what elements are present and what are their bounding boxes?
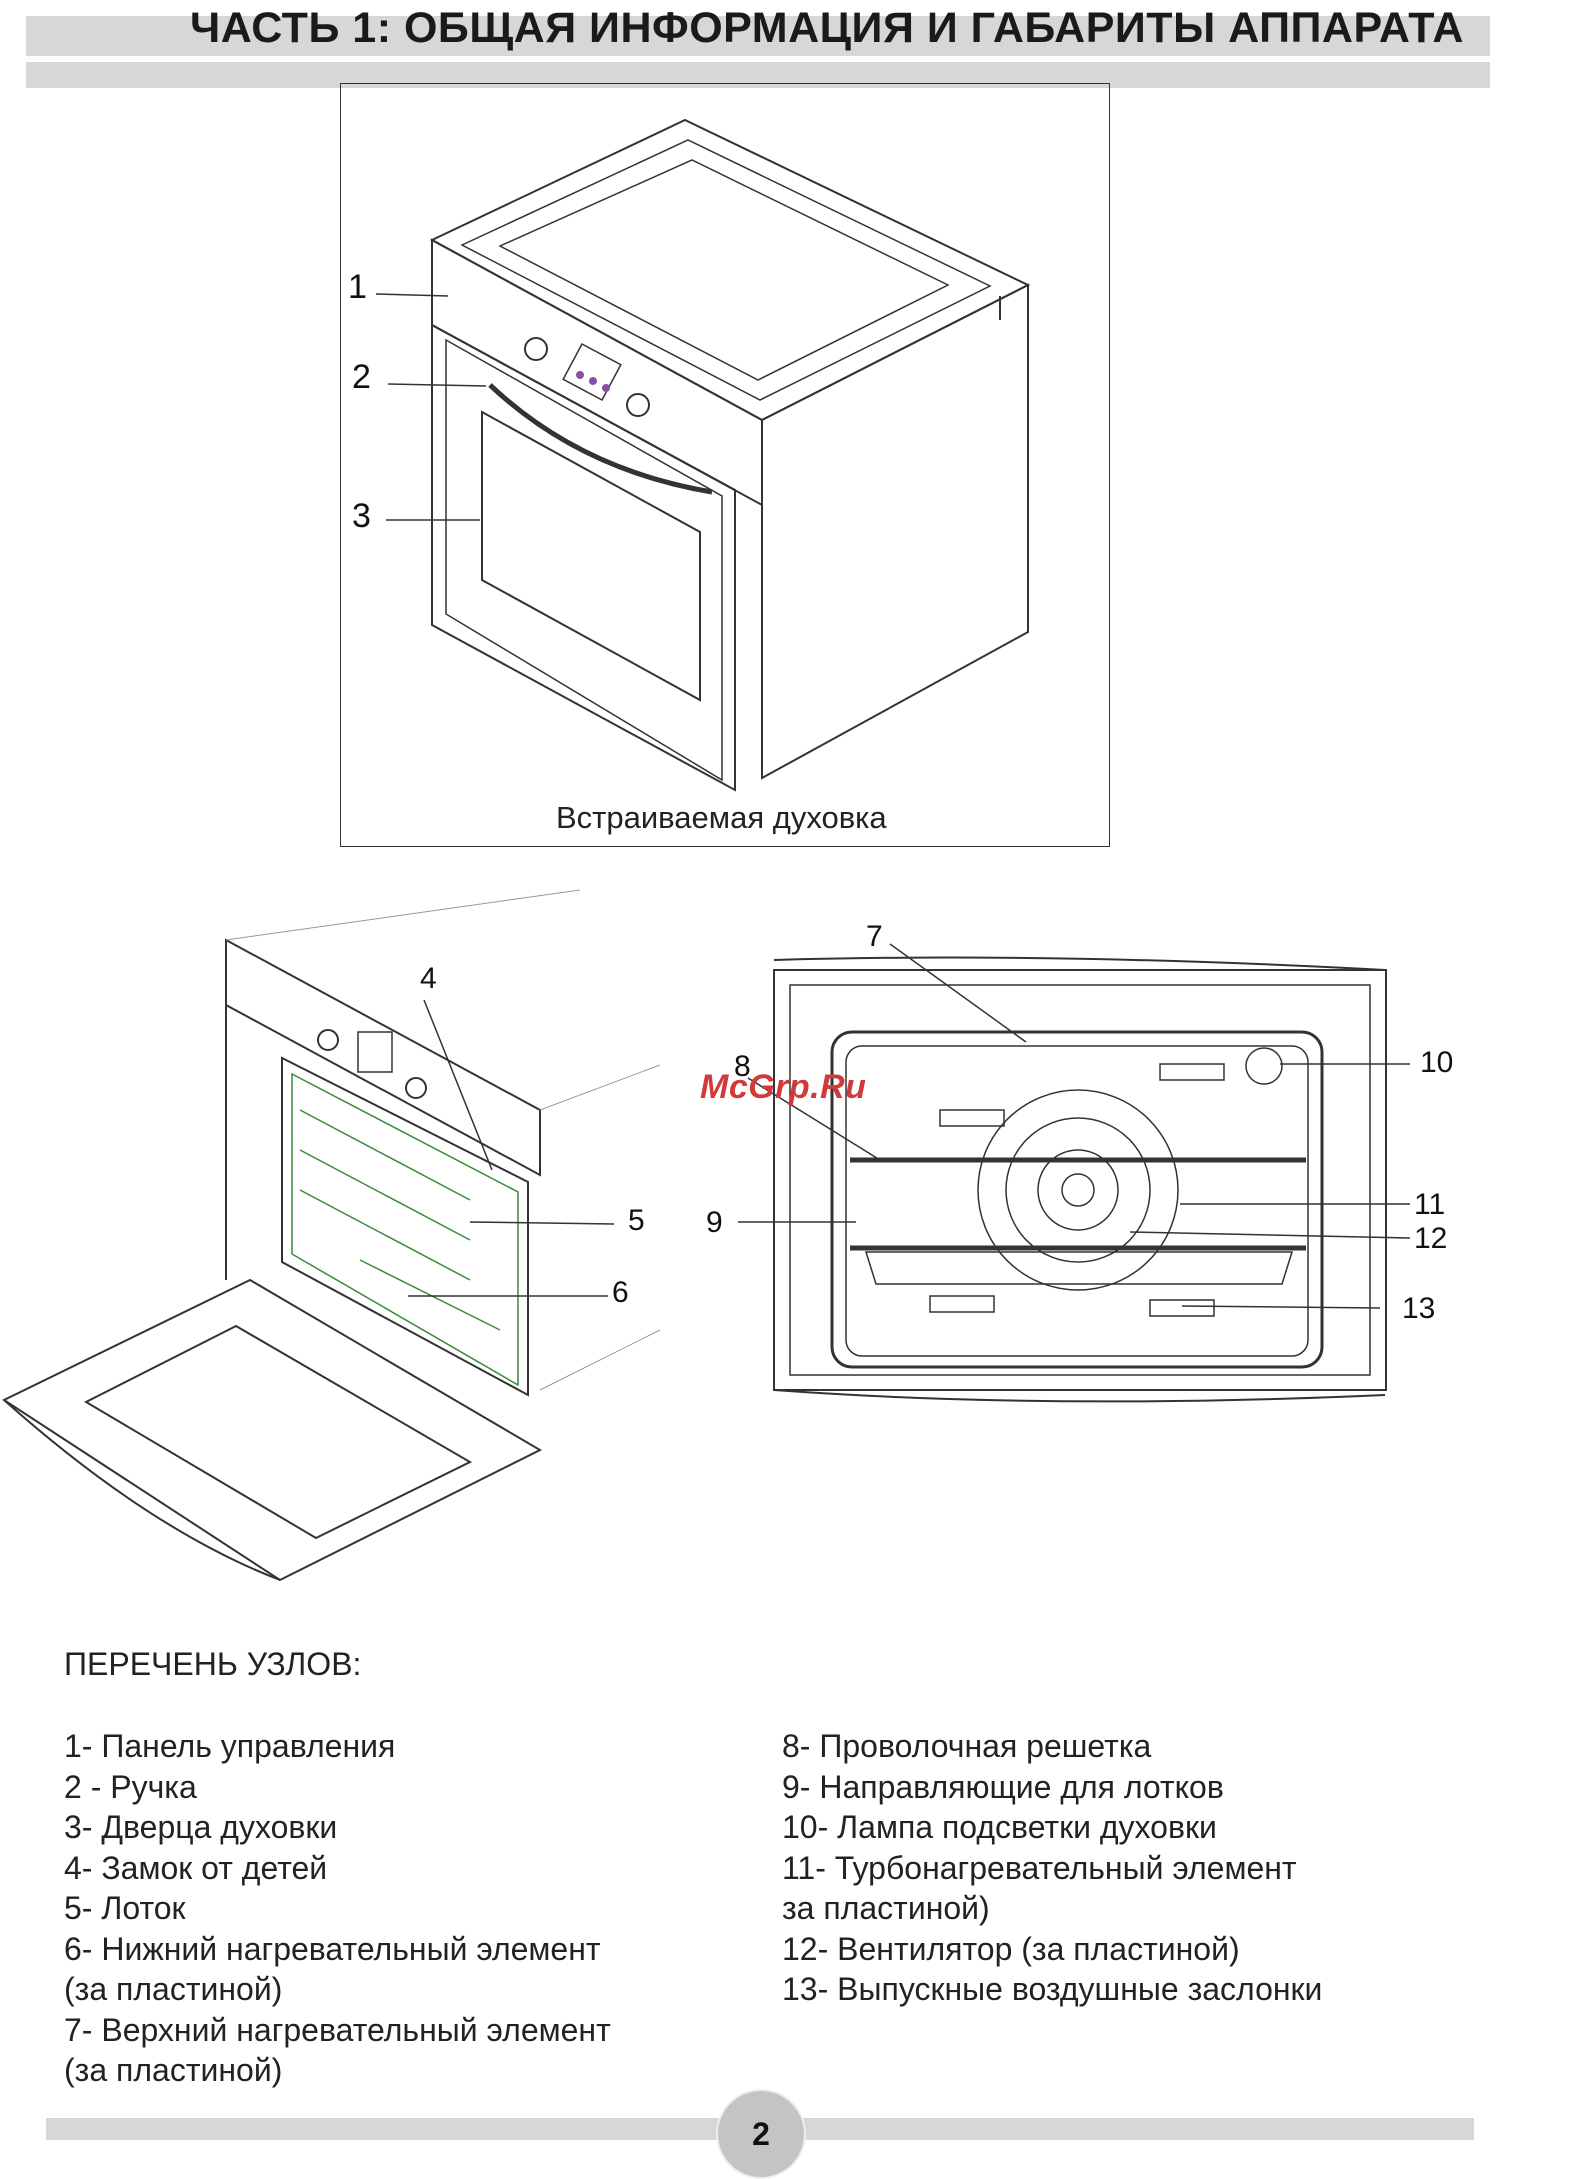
parts-list-left: 1- Панель управления 2 - Ручка 3- Дверца… (64, 1726, 611, 2091)
callout-2: 2 (352, 358, 371, 396)
callout-8: 8 (734, 1050, 751, 1083)
callout-4: 4 (420, 962, 437, 995)
watermark-text: McGrp.Ru (700, 1068, 867, 1106)
parts-list-item: 5- Лоток (64, 1890, 186, 1926)
page-number-badge: 2 (716, 2089, 806, 2179)
callout-1: 1 (348, 268, 367, 306)
parts-list-right: 8- Проволочная решетка 9- Направляющие д… (782, 1726, 1322, 2010)
parts-list-item: 12- Вентилятор (за пластиной) (782, 1930, 1240, 1967)
built-in-oven-drawing (375, 118, 1031, 792)
callout-12: 12 (1414, 1222, 1448, 1255)
callout-13: 13 (1402, 1292, 1436, 1325)
page-number: 2 (752, 2115, 770, 2152)
parts-list-item: (за пластиной) (64, 1971, 283, 2007)
callout-9: 9 (706, 1206, 723, 1239)
parts-list-item: 4- Замок от детей (64, 1849, 328, 1886)
parts-list-item: (за пластиной) (64, 2052, 283, 2088)
parts-list-item: 8- Проволочная решетка (782, 1728, 1152, 1764)
callout-11: 11 (1414, 1188, 1446, 1221)
callout-6: 6 (612, 1276, 629, 1309)
parts-list-item: 2 - Ручка (64, 1768, 197, 1805)
parts-list-item: 3- Дверца духовки (64, 1809, 338, 1845)
callout-5: 5 (628, 1204, 645, 1237)
parts-list-item: 10- Лампа подсветки духовки (782, 1809, 1217, 1845)
parts-list-item: 11- Турбонагревательный элемент (782, 1849, 1297, 1886)
parts-list-item: 6- Нижний нагревательный элемент (64, 1930, 601, 1967)
header-bar (26, 16, 1490, 56)
callout-7: 7 (866, 920, 883, 953)
parts-list-item: 9- Направляющие для лотков (782, 1768, 1224, 1805)
callout-10: 10 (1420, 1046, 1454, 1079)
open-oven-drawing (1, 889, 661, 1582)
callout-3: 3 (352, 497, 371, 535)
parts-list-item: за пластиной) (782, 1890, 990, 1926)
oven-figure-frame (340, 83, 1110, 847)
parts-list-item: 13- Выпускные воздушные заслонки (782, 1971, 1323, 2007)
figure-caption: Встраиваемая духовка (556, 800, 887, 835)
parts-list-item: 1- Панель управления (64, 1728, 396, 1764)
parts-heading: ПЕРЕЧЕНЬ УЗЛОВ: (64, 1646, 362, 1682)
parts-list-item: 7- Верхний нагревательный элемент (64, 2011, 611, 2048)
page-title: ЧАСТЬ 1: ОБЩАЯ ИНФОРМАЦИЯ И ГАБАРИТЫ АПП… (190, 4, 1464, 52)
oven-interior-drawing (738, 943, 1411, 1403)
